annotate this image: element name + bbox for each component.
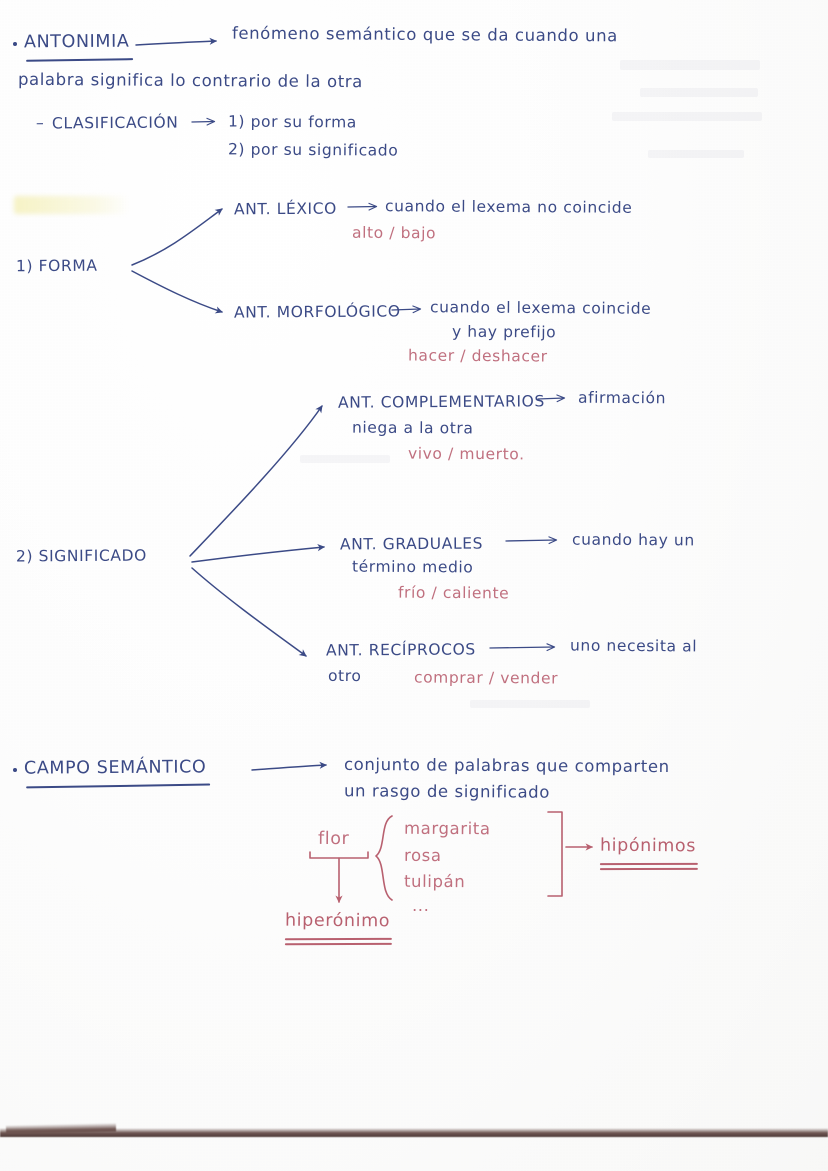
- node-ant-graduales-name: ANT. GRADUALES: [339, 534, 484, 554]
- branch-significado-lower: [191, 567, 307, 657]
- diagram-label-hiperonimo: hiperónimo: [285, 910, 390, 934]
- page-showthrough: [640, 88, 758, 97]
- node-ant-complementarios-desc-1: afirmación: [577, 388, 667, 408]
- heading-antonimia: ANTONIMIA: [24, 31, 130, 55]
- clasificacion-item-2: 2) por su significado: [227, 140, 399, 160]
- branch-forma-upper: [131, 208, 223, 266]
- diagram-head-word-flor: flor: [317, 828, 350, 850]
- campo-semantico-definition-line-2: un rasgo de significado: [343, 781, 551, 802]
- diagram-member-rosa: rosa: [403, 845, 442, 866]
- arrow-antonimia-to-definition: [135, 37, 217, 46]
- node-ant-morfologico-name: ANT. MORFOLÓGICO: [233, 302, 401, 322]
- clasificacion-label: CLASIFICACIÓN: [51, 113, 179, 133]
- campo-semantico-definition-line-1: conjunto de palabras que comparten: [343, 754, 670, 777]
- branch-forma-lower: [131, 270, 223, 314]
- page-showthrough: [300, 455, 390, 463]
- page-showthrough: [648, 150, 744, 158]
- curly-brace-members: [375, 815, 393, 901]
- bullet-campo-semantico: [13, 768, 17, 772]
- highlighter-smudge: [14, 196, 130, 214]
- diagram-member-margarita: margarita: [403, 818, 491, 839]
- branch-significado-middle: [191, 544, 325, 563]
- node-ant-lexico-desc-1: cuando el lexema no coincide: [384, 197, 633, 217]
- page-showthrough: [612, 112, 762, 121]
- branch-label-forma: 1) FORMA: [15, 256, 98, 276]
- node-ant-morfologico-example: hacer / deshacer: [407, 346, 548, 366]
- node-ant-morfologico-desc-2: y hay prefijo: [451, 322, 557, 342]
- branch-significado-upper: [189, 405, 323, 557]
- page-bottom-edge: [0, 1128, 828, 1137]
- clasificacion-item-1: 1) por su forma: [227, 112, 357, 132]
- arrow-campo-semantico-to-definition: [251, 761, 327, 771]
- node-ant-complementarios-name: ANT. COMPLEMENTARIOS: [337, 392, 545, 412]
- diagram-member-tulipan: tulipán: [403, 871, 466, 892]
- node-ant-complementarios-desc-2: niega a la otra: [351, 418, 474, 438]
- diagram-member-ellipsis: ...: [411, 895, 430, 916]
- diagram-label-hiponimos: hipónimos: [600, 835, 696, 859]
- bracket-under-flor: [309, 851, 369, 859]
- page-showthrough: [620, 60, 760, 70]
- page-showthrough: [470, 700, 590, 708]
- heading-campo-semantico: CAMPO SEMÁNTICO: [24, 756, 207, 780]
- clasificacion-dash: –: [35, 113, 45, 133]
- node-ant-reciprocos-desc-2: otro: [327, 666, 362, 686]
- bullet-antonimia: [13, 42, 17, 46]
- antonimia-definition-line-1: fenómeno semántico que se da cuando una: [231, 23, 618, 46]
- node-ant-graduales-desc-1: cuando hay un: [571, 530, 695, 550]
- node-ant-graduales-desc-2: término medio: [351, 557, 474, 577]
- antonimia-definition-line-2: palabra significa lo contrario de la otr…: [17, 69, 363, 92]
- arrow-graduales-desc: [505, 536, 558, 545]
- arrow-lexico-desc: [347, 202, 378, 211]
- node-ant-complementarios-example: vivo / muerto.: [407, 444, 525, 464]
- node-ant-graduales-example: frío / caliente: [397, 583, 510, 603]
- node-ant-lexico-name: ANT. LÉXICO: [233, 199, 337, 219]
- branch-label-significado: 2) SIGNIFICADO: [15, 546, 147, 566]
- node-ant-morfologico-desc-1: cuando el lexema coincide: [429, 298, 652, 318]
- node-ant-lexico-example: alto / bajo: [351, 223, 437, 243]
- node-ant-reciprocos-name: ANT. RECÍPROCOS: [325, 640, 476, 660]
- arrow-reciprocos-desc: [489, 643, 556, 652]
- node-ant-reciprocos-desc-1: uno necesita al: [569, 636, 698, 656]
- square-bracket-members: [547, 811, 563, 897]
- node-ant-reciprocos-example: comprar / vender: [413, 668, 559, 688]
- arrow-clasificacion: [191, 117, 216, 126]
